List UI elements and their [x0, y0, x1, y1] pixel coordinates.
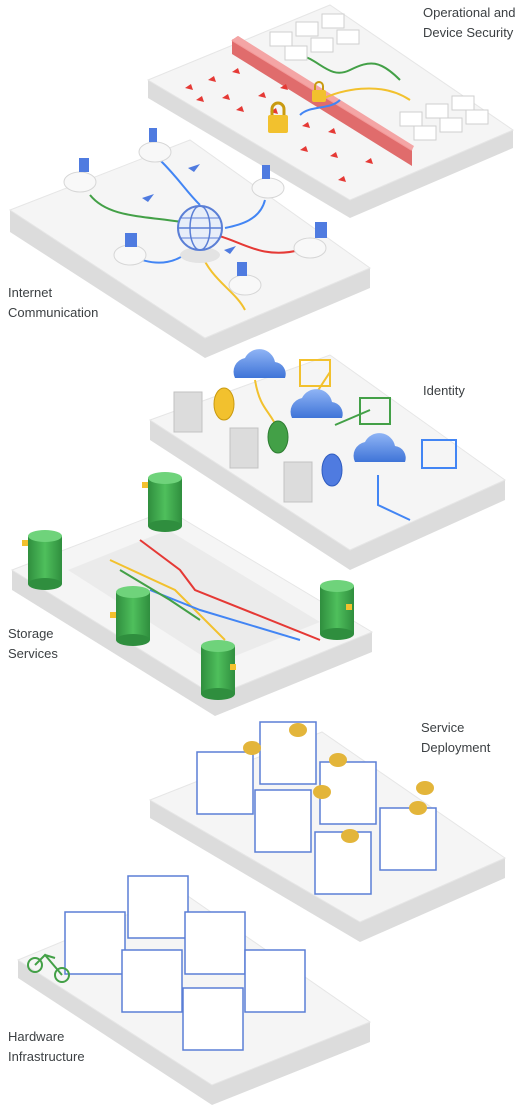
globe-icon — [177, 205, 223, 263]
cloud-icon — [233, 349, 406, 462]
speech-bubble-icon — [243, 723, 434, 843]
padlock-icon — [268, 101, 288, 133]
storage-layer — [10, 472, 374, 716]
label-identity: Identity — [423, 383, 465, 398]
padlock-icon — [312, 81, 326, 102]
id-card-icon — [173, 391, 313, 503]
hardware-layer — [16, 875, 372, 1105]
ops-security-layer — [146, 4, 515, 218]
fingerprint-icon — [213, 387, 343, 487]
attack-arrows — [185, 68, 373, 182]
database-icon — [28, 472, 354, 700]
monitor-icon — [299, 359, 457, 469]
server-rack-icon — [64, 875, 306, 1051]
workstation-cluster-top — [269, 13, 360, 61]
bicycle-icon — [27, 953, 70, 983]
paper-plane-icon — [142, 164, 236, 254]
identity-layer — [148, 349, 506, 570]
server-rack-icon — [196, 721, 437, 895]
cloud-icon — [63, 141, 327, 296]
internet-layer — [8, 128, 372, 358]
padlock-icon — [22, 482, 352, 670]
workstation-cluster-right — [399, 95, 489, 141]
monitor-icon — [79, 128, 327, 276]
service-deployment-layer — [148, 721, 507, 942]
